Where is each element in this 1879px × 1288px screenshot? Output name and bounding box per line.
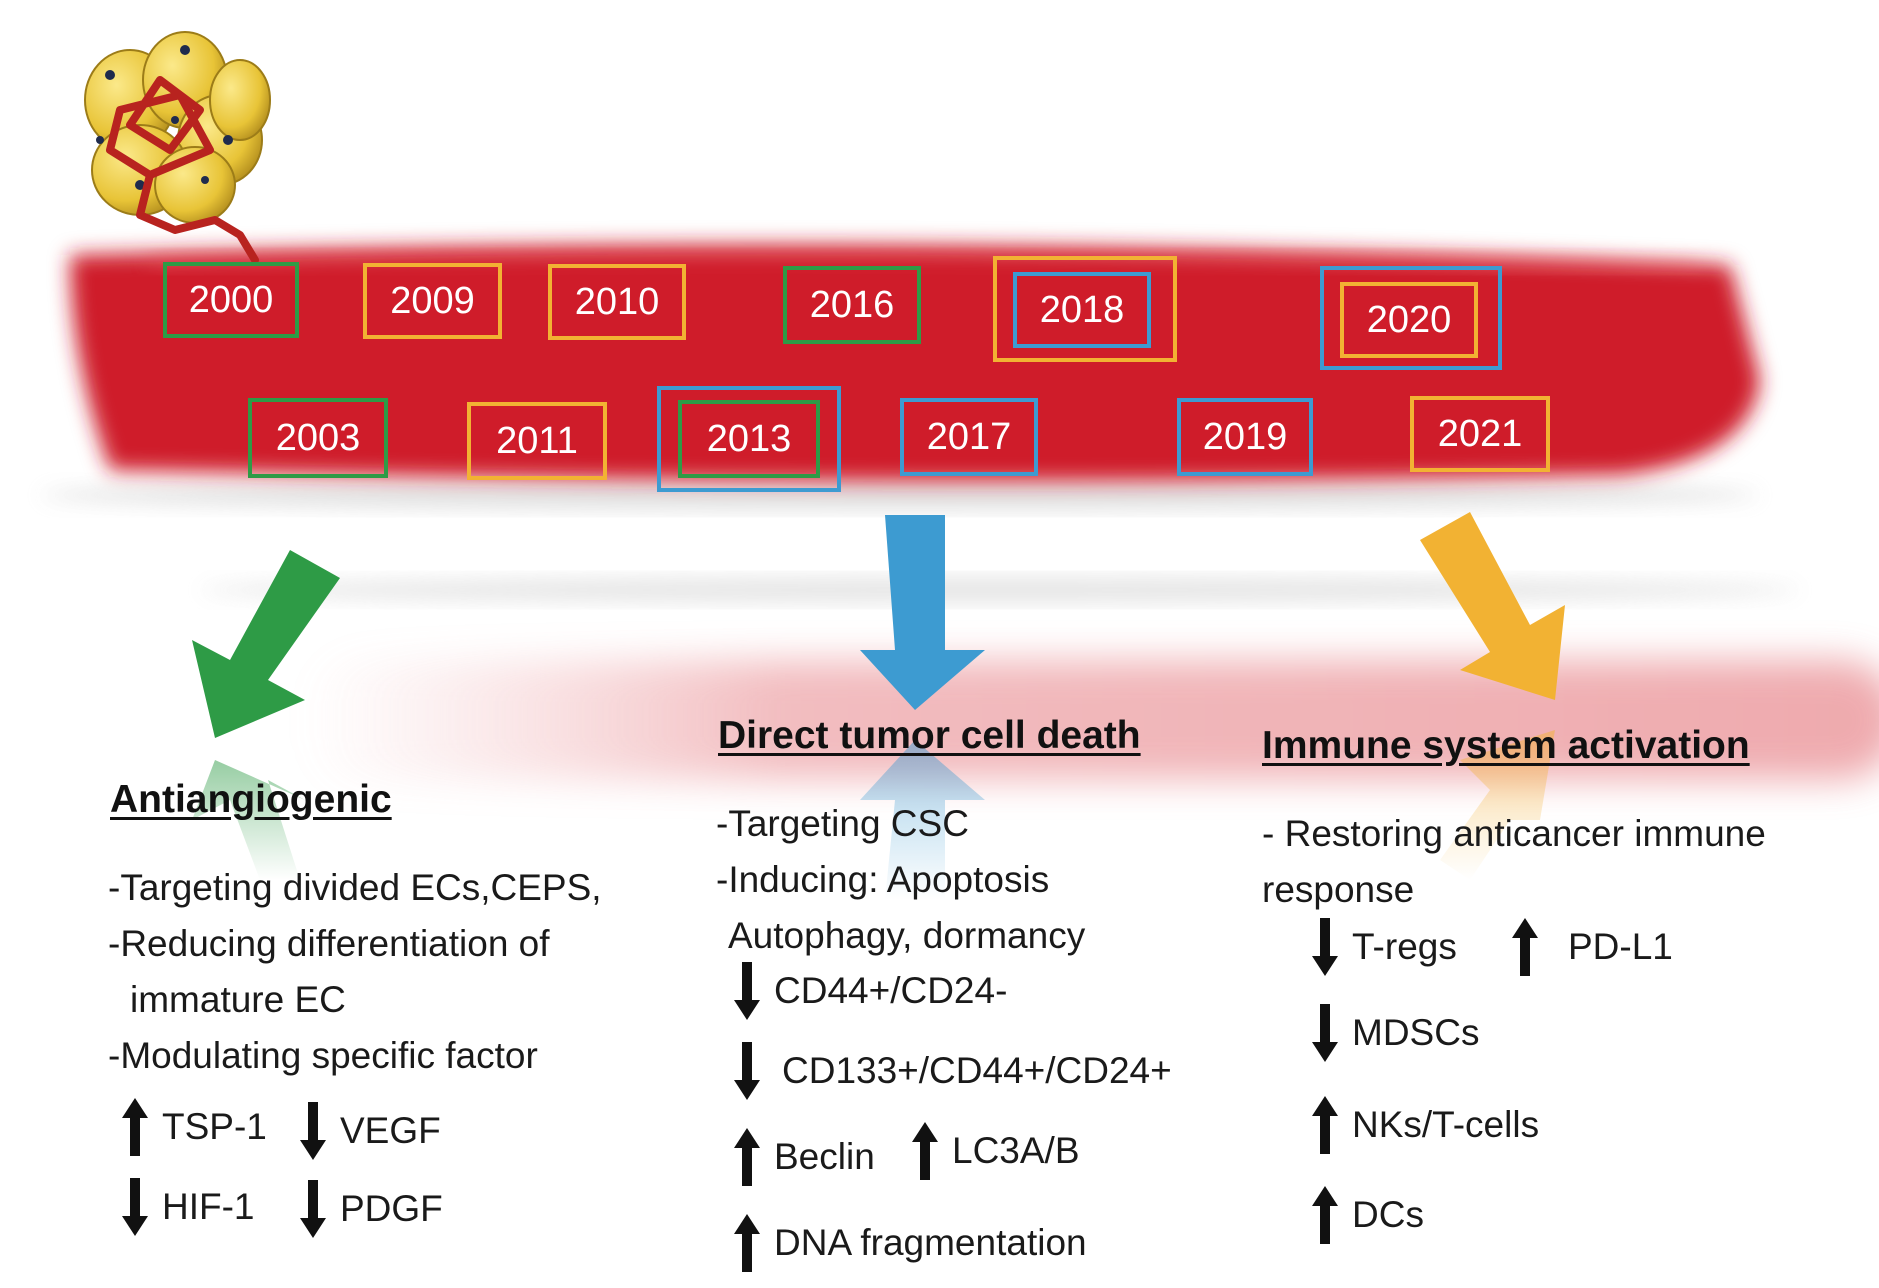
marker-hif1: HIF-1 xyxy=(122,1178,255,1236)
marker-cd133: CD133+/CD44+/CD24+ xyxy=(734,1042,1172,1100)
year-frame-2013-outer xyxy=(657,386,841,492)
year-label: 2017 xyxy=(926,415,1012,458)
down-arrow-icon xyxy=(122,1178,148,1236)
up-arrow-icon xyxy=(734,1214,760,1272)
year-label: 2019 xyxy=(1202,415,1288,458)
year-label: 2011 xyxy=(496,419,578,462)
marker-label: HIF-1 xyxy=(162,1186,255,1227)
year-label: 2016 xyxy=(809,283,895,326)
marker-tregs: T-regs xyxy=(1312,918,1457,976)
lower-vessel xyxy=(300,660,1879,780)
down-arrow-icon xyxy=(1312,918,1338,976)
year-frame-2018-outer xyxy=(993,256,1177,362)
down-arrow-icon xyxy=(300,1102,326,1160)
marker-label: NKs/T-cells xyxy=(1352,1104,1540,1145)
antiangiogenic-line: -Modulating specific factor xyxy=(108,1035,538,1076)
marker-mdscs: MDSCs xyxy=(1312,1004,1479,1062)
year-box-2017: 2017 xyxy=(900,398,1038,476)
direct-death-line: Autophagy, dormancy xyxy=(728,915,1086,956)
marker-dcs: DCs xyxy=(1312,1186,1424,1244)
marker-pdgf: PDGF xyxy=(300,1180,443,1238)
blood-vessel xyxy=(70,244,1760,482)
marker-label: LC3A/B xyxy=(952,1130,1080,1171)
marker-lc3ab: LC3A/B xyxy=(912,1122,1080,1180)
year-box-2000: 2000 xyxy=(163,262,299,338)
year-box-2009: 2009 xyxy=(363,263,502,339)
marker-label: MDSCs xyxy=(1352,1012,1480,1053)
up-arrow-icon xyxy=(1512,918,1538,976)
green-arrow xyxy=(192,550,340,738)
antiangiogenic-line: -Targeting divided ECs,CEPS, xyxy=(108,867,602,908)
direct-death-line: -Targeting CSC xyxy=(716,803,969,844)
vessel-shadow xyxy=(40,481,1760,509)
marker-label: PDGF xyxy=(340,1188,443,1229)
marker-dna-fragmentation: DNA fragmentation xyxy=(734,1214,1087,1272)
vessel-highlight xyxy=(149,247,1701,275)
up-arrow-icon xyxy=(912,1122,938,1180)
year-box-2020: 2020 xyxy=(1340,282,1478,358)
year-box-2016: 2016 xyxy=(783,266,921,344)
down-arrow-icon xyxy=(300,1180,326,1238)
immune-line: response xyxy=(1262,869,1415,910)
year-label: 2003 xyxy=(275,416,361,459)
direct-death-heading: Direct tumor cell death xyxy=(718,714,1141,757)
marker-nks-tcells: NKs/T-cells xyxy=(1312,1096,1539,1154)
year-box-2010: 2010 xyxy=(548,264,686,340)
orange-arrow-reflection xyxy=(1440,730,1555,880)
marker-cd44-cd24: CD44+/CD24- xyxy=(734,962,1007,1020)
up-arrow-icon xyxy=(1312,1096,1338,1154)
year-label: 2020 xyxy=(1366,298,1452,341)
year-label: 2021 xyxy=(1437,412,1523,455)
down-arrow-icon xyxy=(734,962,760,1020)
year-box-2011: 2011 xyxy=(467,402,607,480)
year-label: 2018 xyxy=(1039,288,1125,331)
marker-label: VEGF xyxy=(340,1110,441,1151)
marker-label: DCs xyxy=(1352,1194,1424,1235)
up-arrow-icon xyxy=(1312,1186,1338,1244)
blue-arrow xyxy=(860,515,985,710)
down-arrow-icon xyxy=(734,1042,760,1100)
up-arrow-icon xyxy=(122,1098,148,1156)
year-frame-2020-outer xyxy=(1320,266,1502,370)
orange-arrow xyxy=(1420,512,1565,700)
antiangiogenic-line: -Reducing differentiation of xyxy=(108,923,550,964)
nanocarrier-strand xyxy=(106,76,259,264)
marker-beclin: Beclin xyxy=(734,1128,875,1186)
marker-label: CD133+/CD44+/CD24+ xyxy=(782,1050,1172,1091)
direct-death-line: -Inducing: Apoptosis xyxy=(716,859,1050,900)
vessel-shadow-lower xyxy=(200,578,1800,602)
marker-pdl1: PD-L1 xyxy=(1512,918,1673,976)
antiangiogenic-heading: Antiangiogenic xyxy=(110,778,392,821)
antiangiogenic-line: immature EC xyxy=(130,979,346,1020)
green-arrow-reflection xyxy=(192,760,305,880)
marker-label: PD-L1 xyxy=(1568,926,1673,967)
immune-line: - Restoring anticancer immune xyxy=(1262,813,1766,854)
marker-label: CD44+/CD24- xyxy=(774,970,1008,1011)
year-box-2018: 2018 xyxy=(1013,272,1151,348)
blue-arrow-reflection xyxy=(860,740,985,900)
year-label: 2010 xyxy=(574,280,660,323)
year-box-2021: 2021 xyxy=(1410,396,1550,472)
immune-heading: Immune system activation xyxy=(1262,724,1750,767)
year-label: 2013 xyxy=(706,417,792,460)
year-box-2019: 2019 xyxy=(1177,398,1313,476)
year-label: 2000 xyxy=(188,278,274,321)
marker-label: TSP-1 xyxy=(162,1106,267,1147)
year-box-2003: 2003 xyxy=(248,398,388,478)
down-arrow-icon xyxy=(1312,1004,1338,1062)
marker-label: T-regs xyxy=(1352,926,1457,967)
year-box-2013: 2013 xyxy=(678,400,820,478)
marker-label: Beclin xyxy=(774,1136,875,1177)
marker-tsp1: TSP-1 xyxy=(122,1098,267,1156)
year-label: 2009 xyxy=(390,279,475,322)
marker-label: DNA fragmentation xyxy=(774,1222,1087,1263)
marker-vegf: VEGF xyxy=(300,1102,441,1160)
up-arrow-icon xyxy=(734,1128,760,1186)
